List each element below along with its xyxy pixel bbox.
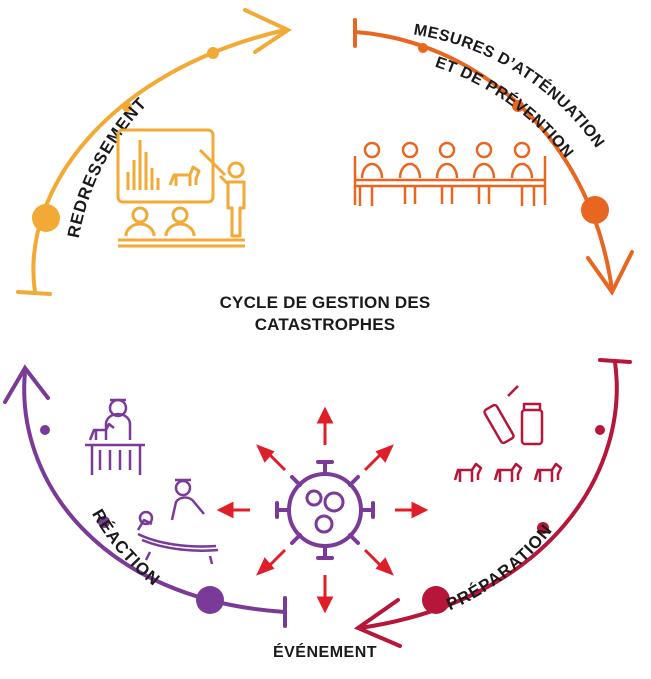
redressement-dot-small	[207, 47, 219, 59]
redressement-arc	[16, 8, 293, 296]
reaction-dot-small	[40, 425, 50, 435]
diagram-title: CYCLE DE GESTION DES CATASTROPHES	[150, 292, 500, 336]
event-arrows	[216, 406, 429, 614]
preparation-dot-small-2	[537, 522, 549, 534]
diagram-title-line2: CATASTROPHES	[254, 315, 396, 334]
preparation-label: PRÉPARATION	[443, 520, 556, 614]
attenuation-dot-small-2	[512, 100, 524, 112]
attenuation-dot-large	[581, 196, 609, 224]
preparation-dot-small	[595, 425, 605, 435]
redressement-dot-large	[32, 204, 60, 232]
attenuation-label-line1: MESURES D’ATTÉNUATION	[412, 22, 607, 152]
reaction-dot-small-2	[98, 516, 110, 528]
reaction-arc	[3, 364, 287, 628]
equipment-dogs-icon	[453, 385, 563, 482]
redressement-dot-small-2	[122, 102, 132, 112]
diagram-title-line1: CYCLE DE GESTION DES	[219, 293, 431, 312]
meeting-icon	[353, 141, 547, 206]
reaction-dot-large	[196, 586, 224, 614]
virus-icon	[275, 460, 375, 560]
preparation-arc	[353, 358, 632, 648]
patient-care-icon	[136, 478, 219, 565]
presentation-icon	[116, 128, 246, 248]
evenement-label: ÉVÉNEMENT	[272, 644, 378, 661]
redressement-label: REDRESSEMENT	[64, 94, 151, 240]
preparation-dot-large	[422, 586, 450, 614]
attenuation-dot-small	[418, 43, 428, 53]
attenuation-label-line2: ET DE PRÉVENTION	[433, 54, 576, 162]
vet-care-icon	[85, 398, 145, 475]
